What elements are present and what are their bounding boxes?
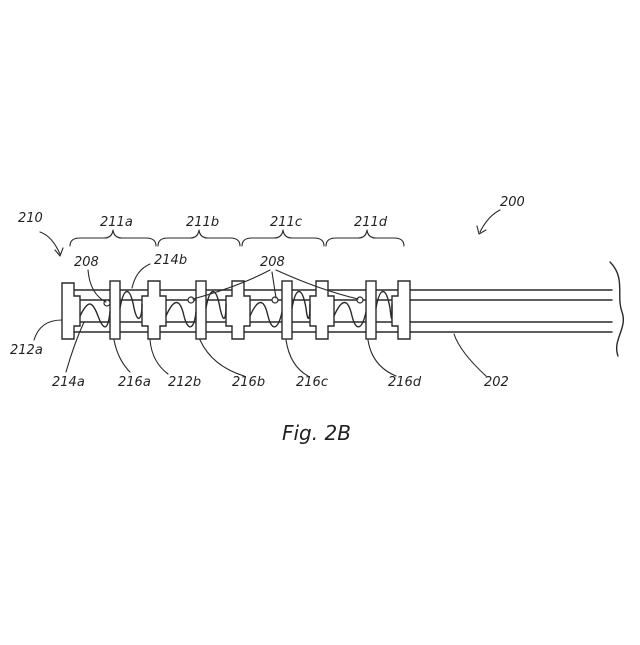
end-block-212a [62, 283, 80, 339]
leader-216d [368, 340, 396, 376]
brace-211a [70, 230, 156, 246]
leader-216a [114, 340, 130, 372]
spring-segment-d1 [334, 303, 366, 327]
label-202: 202 [484, 375, 509, 390]
label-211c: 211c [270, 215, 302, 230]
spring-214a [80, 304, 110, 327]
figure-caption: Fig. 2B [282, 421, 351, 445]
label-200: 200 [500, 195, 525, 210]
label-216b: 216b [232, 375, 265, 390]
label-216c: 216c [296, 375, 328, 390]
label-211a: 211a [100, 215, 133, 230]
leader-212a [34, 320, 62, 340]
leader-212b [150, 340, 168, 374]
brace-211c [242, 230, 324, 246]
spring-segment-b1 [166, 303, 196, 327]
label-212a: 212a [10, 343, 43, 358]
spring-segment-b2 [206, 292, 226, 319]
connector-node-2 [188, 297, 194, 303]
shaft-break-line [610, 262, 623, 356]
brace-211d [326, 230, 404, 246]
label-216a: 216a [118, 375, 151, 390]
joint-plate-216c [282, 281, 292, 339]
leader-216b [200, 340, 244, 376]
label-214b: 214b [154, 253, 187, 268]
leader-200 [480, 210, 500, 232]
connector-node-3 [272, 297, 278, 303]
spring-segment-c1 [250, 303, 282, 327]
label-212b: 212b [168, 375, 201, 390]
leader-202 [454, 334, 486, 376]
joint-plate-216b [196, 281, 206, 339]
leader-208-left [88, 270, 106, 302]
segment-braces [70, 230, 404, 246]
leader-210 [40, 232, 60, 254]
spring-214b [120, 292, 142, 319]
leader-208-b [272, 272, 276, 298]
joint-plate-216d [366, 281, 376, 339]
spring-segment-d2 [376, 292, 392, 319]
label-211b: 211b [186, 215, 219, 230]
label-216d: 216d [388, 375, 422, 390]
label-208-left: 208 [74, 255, 99, 270]
connector-node-4 [357, 297, 363, 303]
leader-216c [286, 340, 308, 376]
label-214a: 214a [52, 375, 85, 390]
spring-segment-c2 [292, 292, 310, 319]
label-210: 210 [18, 211, 43, 226]
label-211d: 211d [354, 215, 388, 230]
leader-lines [34, 210, 500, 376]
joint-plate-216a [110, 281, 120, 339]
reference-labels: 200 210 211a 211b 211c 211d 208 214b 208… [10, 195, 525, 390]
label-208-group: 208 [260, 255, 285, 270]
brace-211b [158, 230, 240, 246]
